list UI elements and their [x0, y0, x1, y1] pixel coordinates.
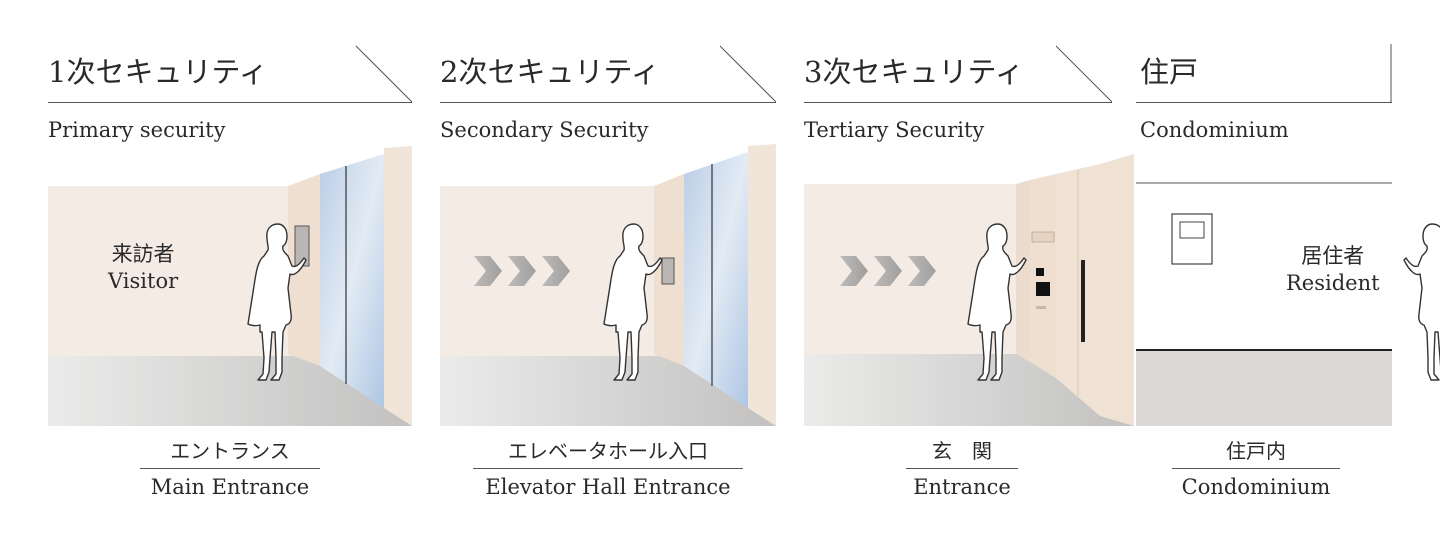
- caption: 住戸内 Condominium: [1128, 436, 1384, 501]
- intercom-panel: [661, 257, 675, 285]
- panel-tertiary-security: 3次セキュリティ Tertiary Security 玄 関 Entrance: [804, 0, 1134, 536]
- door-right-panel: [1100, 154, 1134, 426]
- glass-door: [320, 154, 384, 408]
- caption-en: Elevator Hall Entrance: [485, 475, 731, 499]
- title-slash: [355, 45, 413, 103]
- door-frame: [748, 144, 776, 426]
- panel-title: 3次セキュリティ: [804, 55, 1024, 89]
- panel-title: 2次セキュリティ: [440, 55, 660, 89]
- visitor-label-en: Visitor: [108, 269, 179, 293]
- door-handle: [1081, 260, 1085, 342]
- caption-divider: [1172, 468, 1340, 469]
- door-frame: [384, 146, 412, 426]
- panel-subtitle: Tertiary Security: [804, 118, 985, 142]
- title-underline: [1136, 102, 1392, 103]
- resident-label-en: Resident: [1286, 271, 1380, 295]
- visitor-label-jp: 来訪者: [111, 242, 175, 266]
- title-underline: [804, 102, 1112, 103]
- flow-arrows-icon: [840, 256, 936, 286]
- caption-en: Condominium: [1181, 475, 1331, 499]
- door-jamb: [1016, 180, 1030, 362]
- visitor-label: 来訪者 Visitor: [108, 241, 178, 295]
- panel-condominium: 住戸 Condominium 居住者 Resident 住戸内 Condomin…: [1136, 0, 1440, 536]
- caption: エントランス Main Entrance: [48, 436, 412, 501]
- caption-jp: エントランス: [170, 439, 290, 463]
- caption-divider: [906, 468, 1018, 469]
- panel-title: 1次セキュリティ: [48, 55, 268, 89]
- resident-figure-icon: [1403, 223, 1440, 381]
- caption-jp: 玄 関: [932, 439, 992, 463]
- caption-divider: [473, 468, 743, 469]
- glass-door: [684, 152, 748, 408]
- condominium-scene-illustration: [1136, 182, 1440, 426]
- caption: 玄 関 Entrance: [797, 436, 1127, 501]
- caption-en: Entrance: [913, 475, 1011, 499]
- panel-subtitle: Secondary Security: [440, 118, 649, 142]
- caption-jp: 住戸内: [1226, 439, 1286, 463]
- interior-wall: [1136, 184, 1392, 352]
- title-underline: [440, 102, 776, 103]
- caption-divider: [140, 468, 320, 469]
- front-door-scene-illustration: [804, 154, 1134, 426]
- panel-title: 住戸: [1140, 55, 1199, 89]
- panel-subtitle: Primary security: [48, 118, 226, 142]
- floor: [1136, 350, 1392, 426]
- title-underline: [48, 102, 412, 103]
- entrance-scene-illustration: [48, 146, 412, 426]
- side-wall: [288, 174, 320, 366]
- title-corner-line: [1390, 44, 1392, 102]
- title-slash: [719, 45, 777, 103]
- caption: エレベータホール入口 Elevator Hall Entrance: [440, 436, 776, 501]
- caption-jp: エレベータホール入口: [508, 439, 708, 463]
- card-reader-icon: [1036, 268, 1044, 276]
- flow-arrows-icon: [474, 256, 570, 286]
- resident-label: 居住者 Resident: [1286, 243, 1380, 297]
- panel-secondary-security: 2次セキュリティ Secondary Security エレベータホール入口 E…: [440, 0, 777, 536]
- panel-primary-security: 1次セキュリティ Primary security 来訪者 Visitor エン…: [48, 0, 413, 536]
- title-slash: [1055, 45, 1113, 103]
- caption-en: Main Entrance: [150, 475, 310, 499]
- elevator-hall-scene-illustration: [440, 144, 776, 426]
- keypad-icon: [1036, 282, 1050, 296]
- resident-label-jp: 居住者: [1301, 244, 1365, 268]
- panel-subtitle: Condominium: [1140, 118, 1289, 142]
